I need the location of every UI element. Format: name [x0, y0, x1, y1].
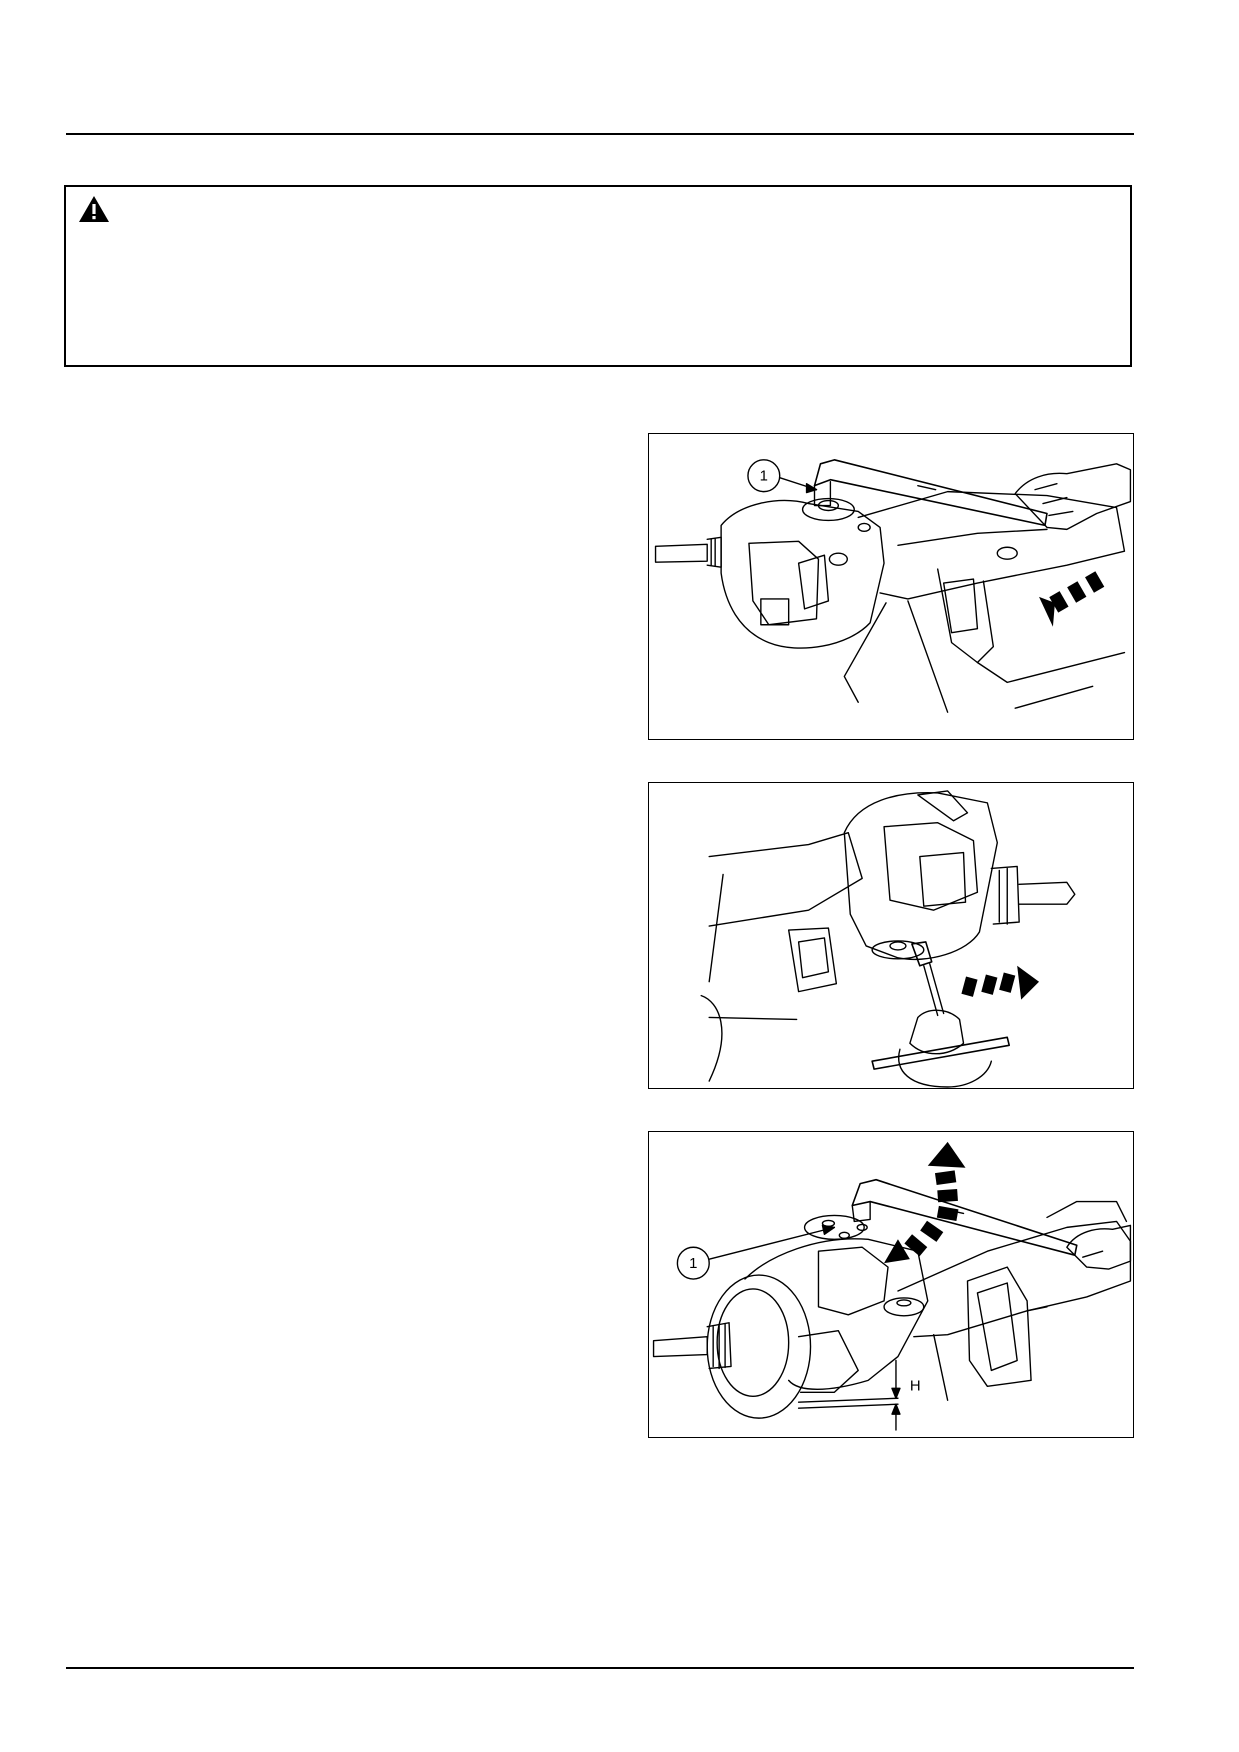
- figure1-callout-1: 1: [760, 469, 768, 485]
- header-rule: [66, 133, 1134, 135]
- warning-triangle-icon: [79, 196, 109, 222]
- warning-box: [64, 185, 1132, 367]
- figure-knuckle-lower-bolt: [648, 782, 1134, 1089]
- figure3-callout-1: 1: [689, 1256, 697, 1272]
- figure-knuckle-upper-bolt: 1: [648, 433, 1134, 740]
- figure-knuckle-clearance-h: H 1: [648, 1131, 1134, 1438]
- footer-rule: [66, 1667, 1134, 1669]
- figure3-callout-h: H: [910, 1378, 921, 1394]
